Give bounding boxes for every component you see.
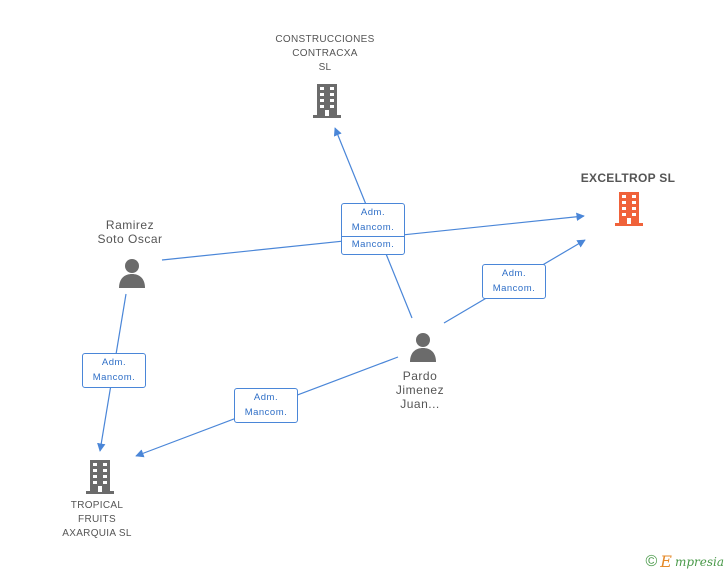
edge-label-center[interactable]: Adm. Mancom. Mancom.: [341, 203, 405, 255]
brand-name: mpresia: [674, 554, 724, 569]
brand-initial: E: [660, 552, 672, 571]
node-label-tropical[interactable]: TROPICAL FRUITS AXARQUIA SL: [37, 499, 157, 541]
person-icon[interactable]: [408, 332, 438, 362]
node-label-line: SL: [318, 62, 332, 73]
building-icon[interactable]: [311, 84, 343, 118]
node-label-line: AXARQUIA SL: [62, 528, 132, 539]
building-icon[interactable]: [84, 460, 116, 494]
edge-label-line: Adm.: [501, 268, 527, 279]
edge-label-line: Adm.: [360, 207, 386, 218]
node-label-line: Soto Oscar: [97, 232, 163, 246]
edge-label-ramirez-tropical[interactable]: Adm. Mancom.: [82, 353, 146, 388]
edge-label-line: Mancom.: [351, 239, 395, 250]
node-label-exceltrop[interactable]: EXCELTROP SL: [580, 171, 676, 185]
edge-label-line: Mancom.: [92, 372, 136, 383]
node-label-line: Pardo: [402, 369, 438, 383]
edge-label-pardo-exceltrop[interactable]: Adm. Mancom.: [482, 264, 546, 299]
node-label-ramirez[interactable]: Ramirez Soto Oscar: [75, 218, 185, 246]
edge-label-line: Mancom.: [492, 283, 536, 294]
edge-label-line: Adm.: [253, 392, 279, 403]
edge-label-pardo-tropical[interactable]: Adm. Mancom.: [234, 388, 298, 423]
edge-label-line: Mancom.: [244, 407, 288, 418]
edge-label-divider: [342, 236, 404, 237]
edge-label-line: Mancom.: [351, 222, 395, 233]
node-label-construcciones[interactable]: CONSTRUCCIONES CONTRACXA SL: [255, 33, 395, 75]
node-label-pardo[interactable]: Pardo Jimenez Juan...: [370, 369, 470, 411]
edge-label-line: Adm.: [101, 357, 127, 368]
building-icon-highlight[interactable]: [613, 192, 645, 226]
node-label-line: FRUITS: [78, 514, 116, 525]
person-icon[interactable]: [117, 258, 147, 288]
node-label-line: CONSTRUCCIONES: [275, 34, 375, 45]
node-label-line: TROPICAL: [70, 500, 124, 511]
node-label-line: CONTRACXA: [292, 48, 358, 59]
copyright-symbol: ©: [645, 552, 658, 570]
node-label-line: Juan...: [400, 397, 440, 411]
node-label-line: Jimenez: [395, 383, 445, 397]
node-label-line: Ramirez: [105, 218, 155, 232]
